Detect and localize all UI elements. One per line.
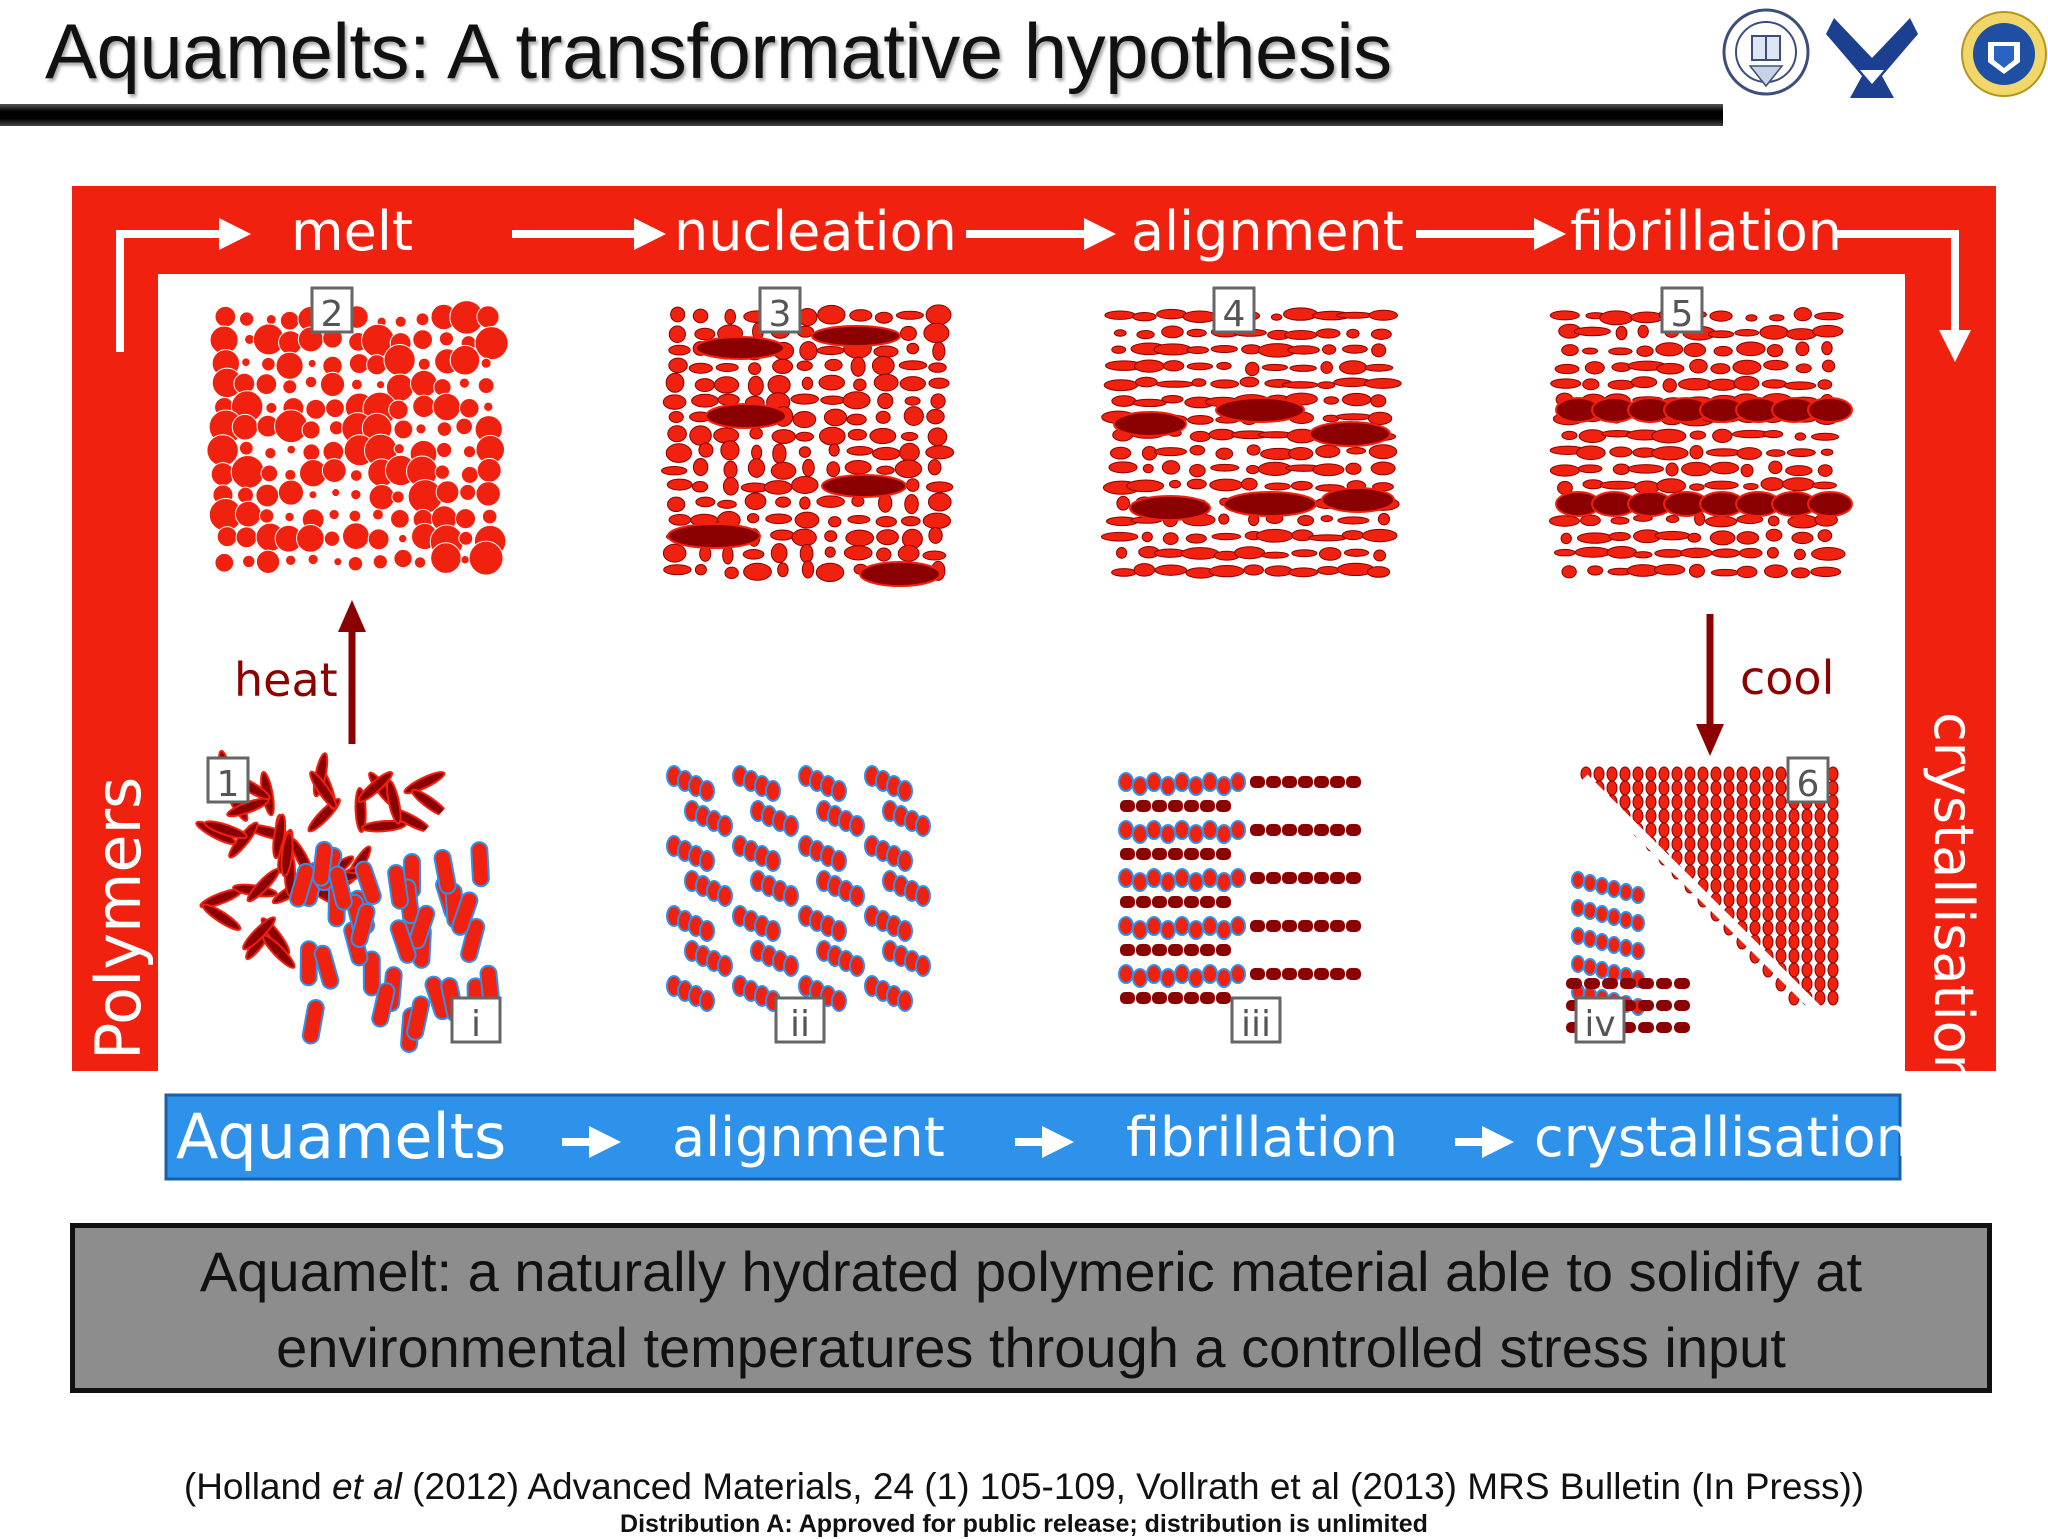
- panel-number-2: 2: [321, 294, 344, 335]
- panel-number-1: 1: [217, 764, 240, 805]
- definition-line-1: Aquamelt: a naturally hydrated polymeric…: [199, 1240, 1863, 1303]
- heat-arrow: [338, 600, 366, 744]
- flow-label-alignment: alignment: [1131, 200, 1404, 263]
- bottom-label-alignment: alignment: [672, 1106, 945, 1169]
- heat-label: heat: [234, 653, 338, 707]
- cool-arrow: [1696, 614, 1724, 756]
- afrl-shield-icon: [1961, 11, 2047, 97]
- panel-polymer-aquamelt: [195, 749, 501, 1054]
- panel-fibrillation: [1548, 307, 1853, 579]
- distribution-statement: Distribution A: Approved for public rele…: [620, 1510, 1428, 1538]
- panel-crystallisation: [1566, 766, 1856, 1048]
- polymers-label: Polymers: [82, 777, 155, 1060]
- cool-label: cool: [1740, 651, 1834, 705]
- definition-line-2: environmental temperatures through a con…: [276, 1316, 1786, 1379]
- reference-italic: et al: [331, 1466, 402, 1507]
- reference-citation: (Holland et al (2012) Advanced Materials…: [0, 1466, 2048, 1508]
- bottom-label-crystallisation: crystallisation: [1534, 1106, 1910, 1169]
- panel-aquamelt-alignment: [666, 765, 931, 1012]
- panel-number-5: 5: [1671, 294, 1694, 335]
- bottom-label-fibrillation: fibrillation: [1126, 1106, 1398, 1169]
- aquamelt-bar: [164, 1093, 1902, 1181]
- flow-label-fibrillation: fibrillation: [1570, 200, 1842, 263]
- panel-number-box: [206, 756, 250, 804]
- crystallisation-label: crystallisation: [1922, 712, 1985, 1088]
- panel-melt: [206, 300, 509, 576]
- panel-numeral-i: i: [471, 1004, 481, 1045]
- panel-alignment: [1100, 307, 1402, 579]
- aquamelt-definition-box: Aquamelt: a naturally hydrated polymeric…: [70, 1223, 1992, 1393]
- bottom-label-aquamelts: Aquamelts: [176, 1100, 506, 1173]
- panel-number-box: [758, 286, 802, 334]
- panel-number-box: [310, 286, 354, 334]
- slide-title: Aquamelts: A transformative hypothesis: [45, 7, 1392, 95]
- panel-numeral-box: [1230, 996, 1282, 1044]
- panel-numeral-box: [450, 996, 502, 1044]
- logo-strip: [1722, 8, 2047, 98]
- panel-number-3: 3: [769, 294, 792, 335]
- panel-numeral-iv: iv: [1584, 1004, 1615, 1045]
- panel-nucleation: [661, 304, 955, 587]
- panel-number-box: [1786, 756, 1830, 804]
- reference-pre: (Holland: [183, 1466, 332, 1507]
- reference-post: (2012) Advanced Materials, 24 (1) 105-10…: [401, 1466, 1865, 1507]
- flow-label-nucleation: nucleation: [674, 200, 957, 263]
- flow-label-melt: melt: [291, 200, 413, 263]
- panel-numeral-ii: ii: [790, 1004, 810, 1045]
- panel-numeral-box: [774, 996, 826, 1044]
- air-force-wings-icon: [1826, 18, 1918, 98]
- oxford-seal-icon: [1722, 8, 1810, 96]
- panel-number-4: 4: [1223, 294, 1246, 335]
- panel-number-6: 6: [1797, 764, 1820, 805]
- panel-numeral-iii: iii: [1241, 1004, 1271, 1045]
- title-divider: [0, 104, 1723, 126]
- top-flow-arrows: [116, 218, 1971, 362]
- panel-aquamelt-fibrillation: [1118, 772, 1361, 1004]
- panel-number-box: [1660, 286, 1704, 334]
- panel-number-box: [1212, 286, 1256, 334]
- panel-numeral-box: [1574, 996, 1626, 1044]
